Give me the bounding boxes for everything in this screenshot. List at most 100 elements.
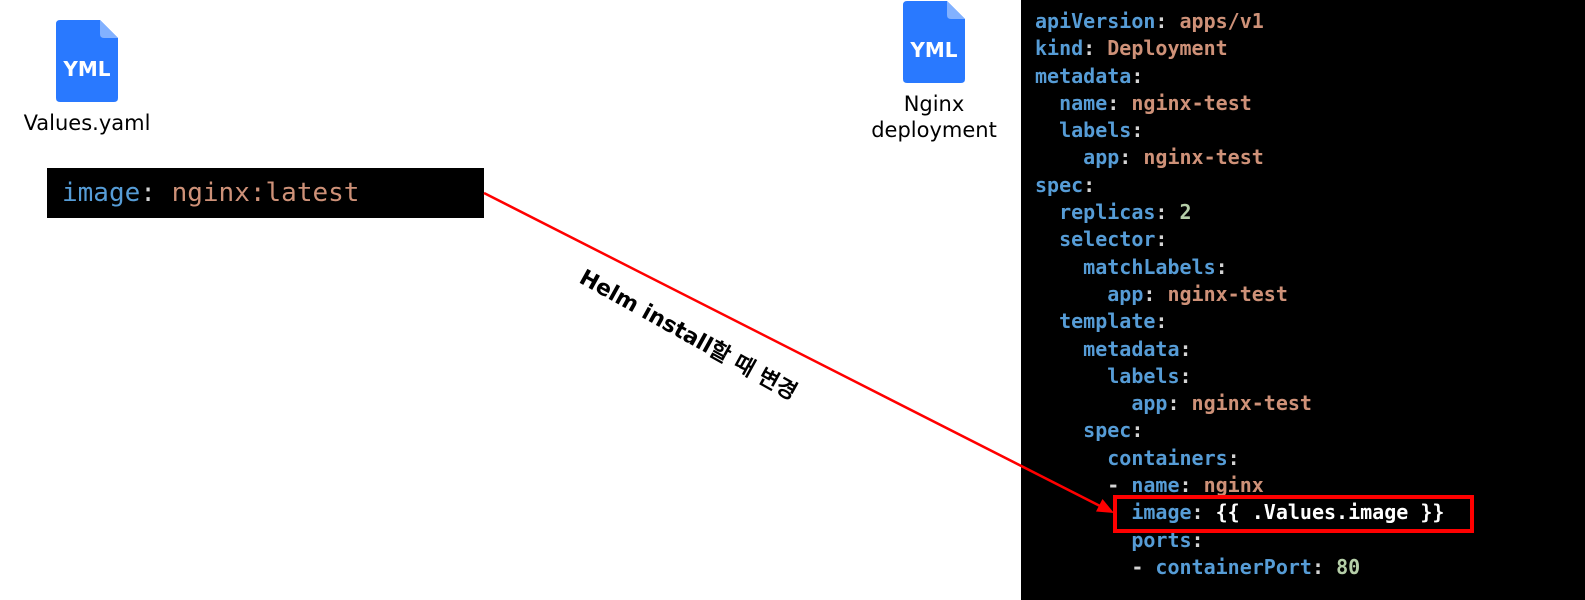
yml-icon-text: YML (909, 38, 957, 62)
code-key: app (1107, 281, 1144, 306)
code-colon: : (1143, 281, 1168, 306)
code-value: 80 (1336, 554, 1361, 579)
code-line: template: (1035, 308, 1585, 335)
code-colon: : (1191, 500, 1216, 525)
code-key: selector (1059, 227, 1156, 252)
code-colon: : (1311, 554, 1337, 579)
code-key: spec (1083, 418, 1132, 443)
deployment-caption-line2: deployment (871, 118, 997, 142)
values-snippet: image: nginx:latest (47, 168, 484, 218)
deployment-caption-line1: Nginx (903, 92, 965, 116)
code-line: labels: (1035, 117, 1585, 144)
deployment-file-icon: YML (903, 1, 965, 83)
code-line: image: {{ .Values.image }} (1035, 499, 1585, 526)
code-value: Deployment (1107, 36, 1228, 61)
code-key: app (1083, 145, 1120, 170)
code-key: app (1131, 391, 1168, 416)
code-colon: : (1215, 254, 1228, 279)
code-line: - name: nginx (1035, 472, 1585, 499)
code-colon: : (1155, 200, 1180, 225)
code-indent (1035, 145, 1083, 169)
code-colon: : (1083, 36, 1108, 61)
code-value: nginx (1203, 473, 1264, 498)
code-colon: : (1167, 391, 1192, 416)
code-line: selector: (1035, 226, 1585, 253)
code-indent (1035, 255, 1083, 279)
code-colon: : (1131, 118, 1144, 143)
code-indent (1035, 418, 1083, 442)
values-snippet-colon: : (140, 178, 172, 208)
code-value: nginx-test (1167, 281, 1288, 306)
yml-file-icon: YML (903, 1, 965, 83)
code-key: name (1131, 473, 1180, 498)
code-line: metadata: (1035, 63, 1585, 90)
code-indent (1035, 364, 1107, 388)
code-key: containers (1107, 445, 1228, 470)
arrow-line (483, 191, 1101, 508)
code-indent: - (1035, 554, 1156, 579)
code-value: nginx-test (1191, 391, 1312, 416)
code-line: labels: (1035, 363, 1585, 390)
values-snippet-key: image (62, 178, 141, 208)
code-line: spec: (1035, 172, 1585, 199)
code-line: metadata: (1035, 336, 1585, 363)
code-key: labels (1107, 363, 1180, 388)
code-key: replicas (1059, 200, 1156, 225)
code-line: name: nginx-test (1035, 90, 1585, 117)
code-colon: : (1227, 445, 1240, 470)
code-value: nginx-test (1131, 90, 1252, 115)
code-indent (1035, 200, 1059, 224)
code-value: nginx-test (1143, 145, 1264, 170)
code-colon: : (1119, 145, 1144, 170)
code-line: - containerPort: 80 (1035, 554, 1585, 581)
code-line: kind: Deployment (1035, 35, 1585, 62)
code-colon: : (1083, 172, 1096, 197)
code-line: apiVersion: apps/v1 (1035, 8, 1585, 35)
code-value: {{ .Values.image }} (1215, 500, 1445, 525)
deployment-caption: Nginx deployment (864, 91, 1004, 143)
code-colon: : (1179, 363, 1192, 388)
code-colon: : (1155, 227, 1168, 252)
code-key: spec (1035, 172, 1084, 197)
values-snippet-value: nginx:latest (171, 178, 360, 208)
image-line-highlight (1113, 495, 1474, 533)
code-key: metadata (1083, 336, 1180, 361)
code-key: kind (1035, 36, 1084, 61)
code-indent (1035, 282, 1107, 306)
code-line: ports: (1035, 527, 1585, 554)
code-colon: : (1179, 336, 1192, 361)
code-colon: : (1155, 9, 1180, 33)
code-line: replicas: 2 (1035, 199, 1585, 226)
code-line: app: nginx-test (1035, 281, 1585, 308)
code-colon: : (1131, 418, 1144, 443)
code-key: containerPort (1155, 554, 1312, 579)
code-colon: : (1155, 309, 1168, 334)
values-yaml-file-icon: YML (56, 20, 118, 102)
code-colon: : (1107, 90, 1132, 115)
code-line: spec: (1035, 417, 1585, 444)
code-indent (1035, 309, 1059, 333)
values-yaml-caption: Values.yaml (23, 111, 151, 135)
yml-icon-text: YML (62, 57, 110, 81)
code-indent (1035, 118, 1059, 142)
code-key: matchLabels (1083, 254, 1216, 279)
code-colon: : (1131, 63, 1144, 88)
code-indent (1035, 446, 1107, 470)
code-key: metadata (1035, 63, 1132, 88)
code-key: name (1059, 90, 1108, 115)
code-indent (1035, 91, 1059, 115)
code-colon: : (1191, 527, 1204, 552)
code-key: template (1059, 309, 1156, 334)
code-key: image (1131, 500, 1192, 525)
yml-file-icon: YML (56, 20, 118, 102)
code-key: apiVersion (1035, 9, 1156, 33)
code-colon: : (1179, 473, 1204, 498)
code-value: 2 (1179, 200, 1192, 225)
code-indent (1035, 337, 1083, 361)
helm-install-label: Helm install할 때 변경 (574, 265, 801, 406)
code-indent (1035, 391, 1131, 415)
code-line: app: nginx-test (1035, 144, 1585, 171)
code-key: labels (1059, 118, 1132, 143)
code-value: apps/v1 (1179, 9, 1264, 33)
code-line: app: nginx-test (1035, 390, 1585, 417)
